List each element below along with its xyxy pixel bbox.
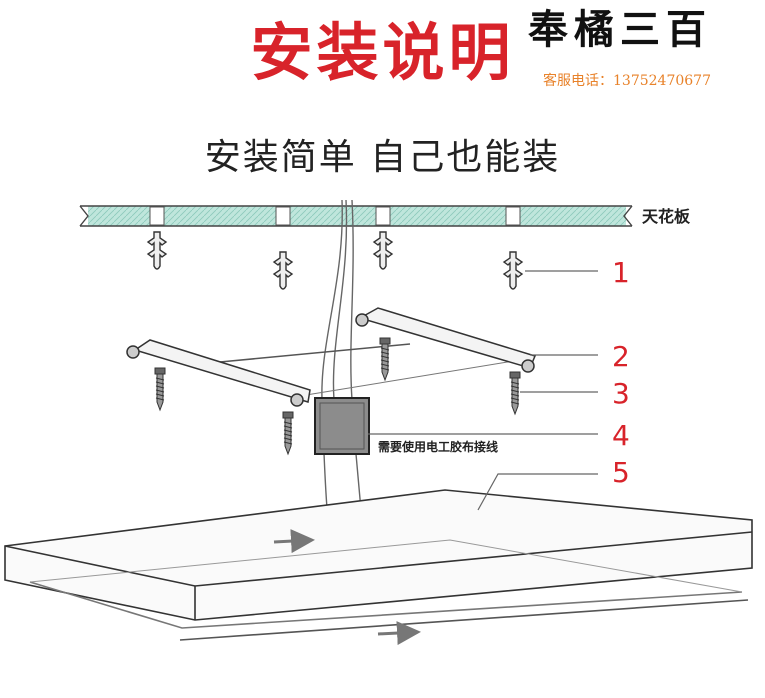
ceiling-label: 天花板 — [642, 207, 691, 226]
callout-leaders — [368, 270, 598, 511]
mounting-bracket — [126, 307, 537, 407]
wall-anchor-icon — [503, 251, 523, 290]
screw-icon — [379, 337, 391, 381]
direction-arrow-icon — [377, 621, 421, 646]
wall-anchor-icon — [373, 231, 393, 270]
ceiling-lamp-panel — [4, 489, 753, 641]
callout-number: 2 — [612, 340, 630, 373]
callout-number: 5 — [612, 456, 630, 489]
page-title: 安装说明 — [250, 16, 515, 89]
power-wires — [321, 199, 363, 521]
screw-icon — [154, 367, 166, 411]
callout-number: 3 — [612, 377, 630, 410]
junction-note: 需要使用电工胶布接线 — [378, 439, 498, 454]
page-subtitle: 安装简单 自己也能装 — [204, 137, 561, 178]
screw-icon — [282, 411, 294, 455]
wall-anchor-icon — [273, 251, 293, 290]
junction-box — [314, 397, 370, 455]
ceiling-board — [79, 205, 633, 227]
screw-icon — [509, 371, 521, 415]
brand-logo-text: 奉橘三百 — [528, 6, 712, 53]
callout-number: 1 — [612, 256, 630, 289]
wall-anchor-icon — [147, 231, 167, 270]
direction-arrow-icon — [273, 529, 315, 554]
callout-number: 4 — [612, 419, 630, 452]
service-phone: 客服电话：13752470677 — [543, 73, 711, 89]
